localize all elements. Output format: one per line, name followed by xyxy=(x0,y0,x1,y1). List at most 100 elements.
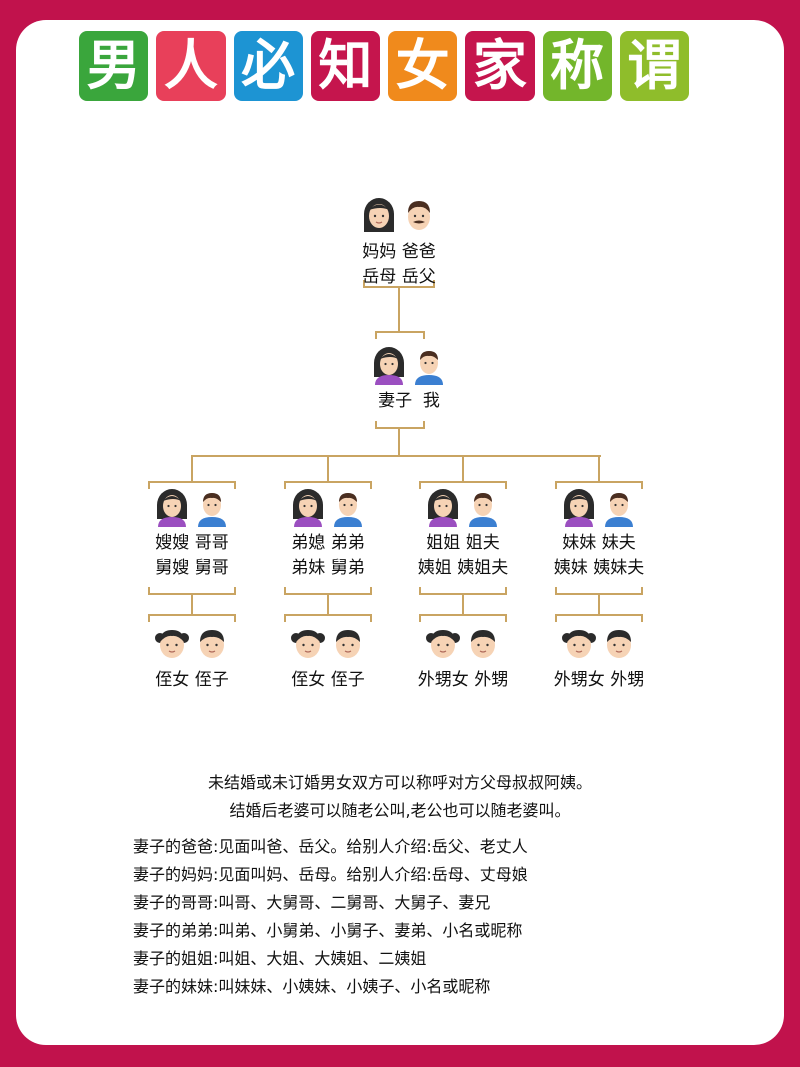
bracket-couple-top-l xyxy=(375,331,377,339)
connector-line xyxy=(598,595,600,615)
connector-line xyxy=(641,587,643,595)
me-icon xyxy=(411,345,447,385)
line-couple-siblings xyxy=(398,428,400,456)
father-icon xyxy=(401,196,437,236)
man-icon xyxy=(194,487,230,527)
parents-label-1: 妈妈 爸爸 xyxy=(362,242,436,262)
connector-line xyxy=(462,456,464,482)
page-title: 男 人 必 知 女 家 称 谓 xyxy=(79,23,689,113)
connector-line xyxy=(284,481,286,489)
man-icon xyxy=(465,487,501,527)
connector-line xyxy=(419,481,507,483)
connector-line xyxy=(505,481,507,489)
man-icon xyxy=(601,487,637,527)
connector-line xyxy=(419,614,421,622)
sibling-label-1: 嫂嫂 哥哥 xyxy=(155,533,229,553)
bracket-couple-top-r xyxy=(423,331,425,339)
sibling-label-2: 姨妹 姨妹夫 xyxy=(553,558,645,578)
connector-line xyxy=(505,587,507,595)
sibling-label-1: 姐姐 姐夫 xyxy=(426,533,500,553)
connector-line xyxy=(419,614,507,616)
connector-line xyxy=(327,456,329,482)
connector-line xyxy=(370,587,372,595)
notes: 未结婚或未订婚男女双方可以称呼对方父母叔叔阿姨。 结婚后老婆可以随老公叫,老公也… xyxy=(16,769,784,825)
connector-line xyxy=(284,481,372,483)
title-char-7: 称 xyxy=(542,31,612,101)
children-label: 外甥女 外甥 xyxy=(553,670,645,690)
couple-label: 妻子 我 xyxy=(378,391,440,411)
node-couple: 妻子 我 xyxy=(354,345,464,414)
children-label: 外甥女 外甥 xyxy=(417,670,509,690)
connector-line xyxy=(555,614,643,616)
connector-line xyxy=(419,481,421,489)
connector-line xyxy=(284,593,372,595)
connector-line xyxy=(148,587,150,595)
node-children-2: 侄女 侄子 xyxy=(273,624,383,693)
node-sibling-4: 妹妹 妹夫姨妹 姨妹夫 xyxy=(544,487,654,581)
connector-line xyxy=(284,614,372,616)
children-label: 侄女 侄子 xyxy=(155,670,229,690)
woman-icon xyxy=(561,487,597,527)
connector-line xyxy=(327,595,329,615)
node-parents: 妈妈 爸爸 岳母 岳父 xyxy=(344,196,454,290)
sibling-bar xyxy=(191,455,601,457)
sibling-label-2: 弟妹 舅弟 xyxy=(291,558,365,578)
connector-line xyxy=(148,614,150,622)
connector-line xyxy=(555,587,557,595)
connector-line xyxy=(641,481,643,489)
title-char-4: 知 xyxy=(310,31,380,101)
line-parents-couple xyxy=(398,288,400,332)
connector-line xyxy=(191,456,193,482)
bracket-couple-top xyxy=(375,331,425,333)
woman-icon xyxy=(154,487,190,527)
girl-icon xyxy=(561,624,597,664)
girl-icon xyxy=(154,624,190,664)
node-children-3: 外甥女 外甥 xyxy=(408,624,518,693)
woman-icon xyxy=(425,487,461,527)
title-char-8: 谓 xyxy=(619,31,689,101)
connector-line xyxy=(370,481,372,489)
title-char-5: 女 xyxy=(388,31,458,101)
connector-line xyxy=(284,614,286,622)
definition-row: 妻子的妹妹:叫妹妹、小姨妹、小姨子、小名或昵称 xyxy=(133,977,491,996)
definition-row: 妻子的哥哥:叫哥、大舅哥、二舅哥、大舅子、妻兄 xyxy=(133,893,491,912)
connector-line xyxy=(234,614,236,622)
connector-line xyxy=(234,481,236,489)
definitions-list: 妻子的爸爸:见面叫爸、岳父。给别人介绍:岳父、老丈人 妻子的妈妈:见面叫妈、岳母… xyxy=(133,833,528,1001)
title-char-1: 男 xyxy=(79,31,149,101)
boy-icon xyxy=(194,624,230,664)
sibling-label-2: 舅嫂 舅哥 xyxy=(155,558,229,578)
sibling-label-1: 妹妹 妹夫 xyxy=(562,533,636,553)
node-sibling-3: 姐姐 姐夫姨姐 姨姐夫 xyxy=(408,487,518,581)
woman-icon xyxy=(290,487,326,527)
connector-line xyxy=(598,456,600,482)
bracket-parents xyxy=(363,286,435,288)
parents-label-2: 岳母 岳父 xyxy=(362,267,436,287)
connector-line xyxy=(148,593,236,595)
title-char-2: 人 xyxy=(156,31,226,101)
content-card xyxy=(16,20,784,1045)
wife-icon xyxy=(371,345,407,385)
connector-line xyxy=(555,614,557,622)
connector-line xyxy=(234,587,236,595)
connector-line xyxy=(641,614,643,622)
boy-icon xyxy=(601,624,637,664)
girl-icon xyxy=(425,624,461,664)
mother-icon xyxy=(361,196,397,236)
connector-line xyxy=(419,587,421,595)
bracket-couple-bottom-l xyxy=(375,421,377,429)
node-children-1: 侄女 侄子 xyxy=(137,624,247,693)
sibling-label-1: 弟媳 弟弟 xyxy=(291,533,365,553)
girl-icon xyxy=(290,624,326,664)
definition-row: 妻子的爸爸:见面叫爸、岳父。给别人介绍:岳父、老丈人 xyxy=(133,837,528,856)
connector-line xyxy=(505,614,507,622)
sibling-label-2: 姨姐 姨姐夫 xyxy=(417,558,509,578)
connector-line xyxy=(462,595,464,615)
bracket-couple-bottom-r xyxy=(423,421,425,429)
bracket-couple-bottom xyxy=(375,427,425,429)
connector-line xyxy=(555,481,643,483)
connector-line xyxy=(148,481,236,483)
definition-row: 妻子的妈妈:见面叫妈、岳母。给别人介绍:岳母、丈母娘 xyxy=(133,865,528,884)
title-char-3: 必 xyxy=(233,31,303,101)
bracket-parents-r xyxy=(433,280,435,288)
